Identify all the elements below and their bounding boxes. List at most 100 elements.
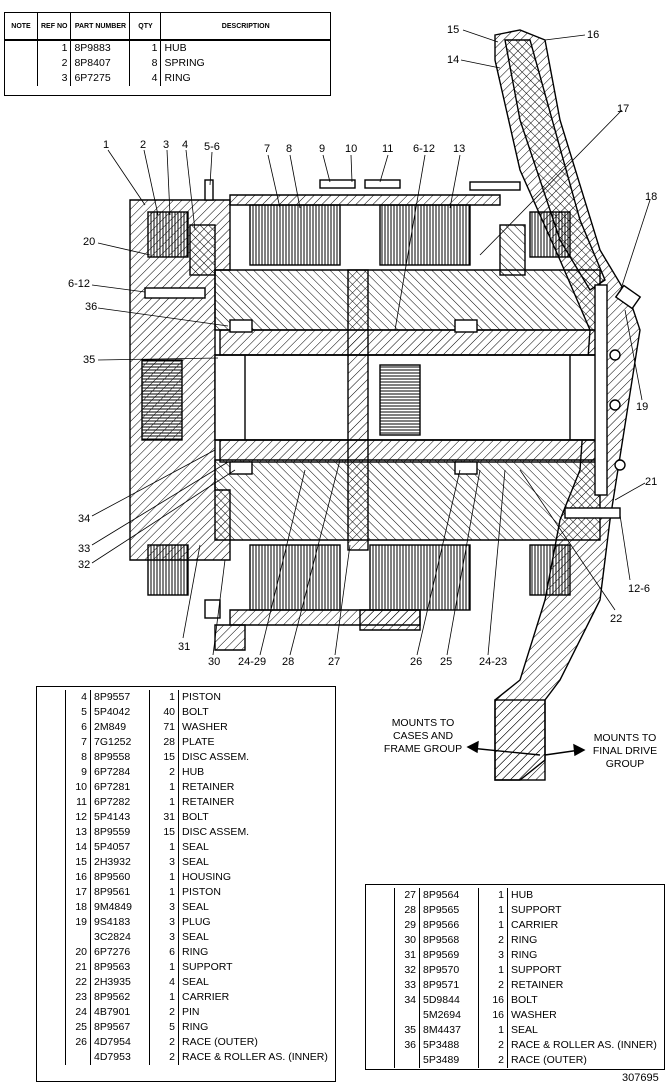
cell-part: 8P9558 — [90, 750, 150, 765]
clutch-pack-top-2 — [379, 204, 471, 266]
cell-part: 8P9571 — [419, 978, 479, 993]
right-table-frame — [365, 884, 665, 1070]
cell-note — [366, 918, 395, 933]
cell-ref: 10 — [65, 780, 91, 795]
cell-qty: 1 — [149, 690, 179, 705]
callout: 28 — [282, 656, 294, 668]
cell-qty: 6 — [149, 945, 179, 960]
end-bolt-2 — [609, 399, 621, 411]
cell-part: 3C2824 — [90, 930, 150, 945]
cell-ref: 36 — [394, 1038, 420, 1053]
cell-ref: 31 — [394, 948, 420, 963]
spline-center — [379, 364, 421, 436]
cell-part: 8P9561 — [90, 885, 150, 900]
cell-desc: PLUG — [182, 916, 211, 928]
cell-note — [37, 765, 66, 780]
cell-qty: 1 — [149, 990, 179, 1005]
housing-casting — [494, 29, 641, 781]
cell-note — [37, 930, 66, 945]
cell-note — [37, 1020, 66, 1035]
cell-note — [37, 885, 66, 900]
callout: 10 — [345, 143, 357, 155]
cell-part: 5M2694 — [419, 1008, 479, 1023]
cell-ref: 24 — [65, 1005, 91, 1020]
callout: 13 — [453, 143, 465, 155]
cell-desc: SEAL — [182, 976, 209, 988]
cell-qty: 16 — [478, 1008, 508, 1023]
callout: 17 — [617, 103, 629, 115]
figure-number: 307695 — [622, 1072, 659, 1084]
callout: 35 — [83, 354, 95, 366]
cell-qty: 2 — [149, 1050, 179, 1065]
cell-note — [37, 975, 66, 990]
col-qty: QTY — [129, 13, 162, 41]
mount-arrow-right-line — [544, 749, 581, 756]
cell-ref: 5 — [65, 705, 91, 720]
cell-ref: 34 — [394, 993, 420, 1008]
cell-note — [366, 1023, 395, 1038]
cell-part: 5P4143 — [90, 810, 150, 825]
bolt-left-axial — [144, 287, 206, 299]
spring-pack-bottom-right — [529, 544, 571, 596]
cell-ref: 30 — [394, 933, 420, 948]
cell-part: 8P9562 — [90, 990, 150, 1005]
cell-part: 9M4849 — [90, 900, 150, 915]
cell-qty: 15 — [149, 750, 179, 765]
callout: 16 — [587, 29, 599, 41]
cell-note — [37, 960, 66, 975]
spring-pack-top-left — [147, 211, 189, 258]
bolt-top-left — [204, 179, 214, 201]
cell-part: 5P4057 — [90, 840, 150, 855]
cell-ref: 14 — [65, 840, 91, 855]
cell-qty: 5 — [149, 1020, 179, 1035]
cell-part: 8P9568 — [419, 933, 479, 948]
cell-part: 8P9563 — [90, 960, 150, 975]
cell-qty: 2 — [478, 1038, 508, 1053]
callout: 8 — [286, 143, 292, 155]
cell-part: 8P9557 — [90, 690, 150, 705]
cell-part: 2H3932 — [90, 855, 150, 870]
cell-note — [366, 978, 395, 993]
cell-part: 5D9844 — [419, 993, 479, 1008]
cell-ref: 8 — [65, 750, 91, 765]
cell-note — [366, 993, 395, 1008]
cell-part: 6P7284 — [90, 765, 150, 780]
col-ref: REF NO — [37, 13, 72, 41]
carrier-top — [214, 269, 601, 331]
cell-note — [37, 1005, 66, 1020]
outer-drum-bottom — [229, 609, 421, 626]
callout: 6-12 — [413, 143, 435, 155]
callout: 26 — [410, 656, 422, 668]
callout: 19 — [636, 401, 648, 413]
cell-part: 8P9560 — [90, 870, 150, 885]
cell-ref — [394, 1008, 420, 1023]
cell-qty: 71 — [149, 720, 179, 735]
cell-part: 6P7282 — [90, 795, 150, 810]
cell-desc: DISC ASSEM. — [182, 751, 250, 763]
callout: 22 — [610, 613, 622, 625]
cell-qty: 4 — [149, 975, 179, 990]
cell-ref: 18 — [65, 900, 91, 915]
callout: 33 — [78, 543, 90, 555]
col-desc: DESCRIPTION — [160, 13, 330, 41]
mount-arrow-left-line — [469, 747, 541, 756]
cell-part: 5P4042 — [90, 705, 150, 720]
col-part: PART NUMBER — [70, 13, 131, 41]
callout: 24-29 — [238, 656, 266, 668]
cell-desc: PISTON — [182, 886, 221, 898]
bottom-plate-left — [214, 624, 246, 651]
callout: 11 — [382, 143, 393, 155]
end-bolt-1 — [609, 349, 621, 361]
